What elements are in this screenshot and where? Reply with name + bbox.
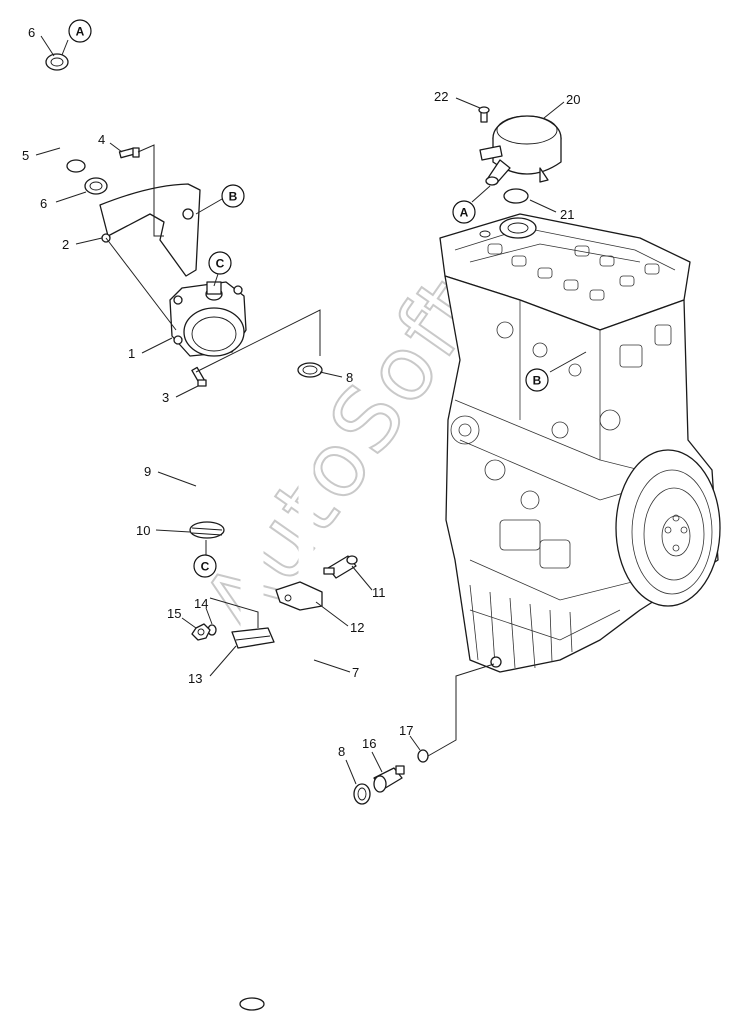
o-ring-21-drawing xyxy=(479,188,537,239)
callout-a-right-text: A xyxy=(460,206,469,220)
part-label-15: 15 xyxy=(167,606,181,621)
bolt-4-drawing xyxy=(118,147,140,159)
separator-1-drawing xyxy=(169,281,247,357)
clamp-10-drawing xyxy=(189,521,225,539)
part-label-2: 2 xyxy=(62,237,69,252)
part-label-22: 22 xyxy=(434,89,448,104)
callout-c-top-text: C xyxy=(216,257,225,271)
fitting-11-drawing xyxy=(323,555,358,579)
hose-9-drawing xyxy=(190,428,265,1012)
bolt-3-drawing xyxy=(191,366,207,387)
callout-b-top: B xyxy=(221,184,245,208)
nut-15-drawing xyxy=(191,623,211,641)
part-label-4: 4 xyxy=(98,132,105,147)
callout-b-right-text: B xyxy=(533,374,542,388)
part-label-6-top: 6 xyxy=(28,25,35,40)
callout-a-top-text: A xyxy=(76,25,85,39)
leader-lines xyxy=(35,35,587,785)
part-label-6-lower: 6 xyxy=(40,196,47,211)
clamp-6-drawing xyxy=(45,53,108,195)
part-label-17: 17 xyxy=(399,723,413,738)
callout-c-top: C xyxy=(208,251,232,275)
part-label-8-bottom: 8 xyxy=(338,744,345,759)
part-label-13: 13 xyxy=(188,671,202,686)
adapter-16-drawing xyxy=(373,765,405,793)
callout-c-bottom: C xyxy=(193,554,217,578)
part-label-5: 5 xyxy=(22,148,29,163)
part-label-16: 16 xyxy=(362,736,376,751)
callout-c-bottom-text: C xyxy=(201,560,210,574)
clamp-8-top-drawing xyxy=(297,362,323,378)
part-label-9: 9 xyxy=(144,464,151,479)
part-label-10: 10 xyxy=(136,523,150,538)
callout-b-top-text: B xyxy=(229,190,238,204)
part-label-8-top: 8 xyxy=(346,370,353,385)
part-label-3: 3 xyxy=(162,390,169,405)
hose-5-drawing xyxy=(28,64,86,173)
part-label-7: 7 xyxy=(352,665,359,680)
part-labels: 6 4 5 6 2 1 3 8 9 10 11 14 15 12 13 7 17… xyxy=(22,25,580,759)
part-label-11: 11 xyxy=(372,585,386,600)
o-ring-17-drawing xyxy=(417,749,429,763)
part-label-20: 20 xyxy=(566,92,580,107)
part-label-14: 14 xyxy=(194,596,208,611)
part-label-21: 21 xyxy=(560,207,574,222)
bracket-2-drawing xyxy=(99,183,201,277)
clamp-8-bottom-drawing xyxy=(353,783,371,805)
callout-a-top: A xyxy=(68,19,92,43)
callout-b-right: B xyxy=(525,368,549,392)
part-label-1: 1 xyxy=(128,346,135,361)
part-label-12: 12 xyxy=(350,620,364,635)
hose-7-drawing xyxy=(298,370,358,820)
callout-a-right: A xyxy=(452,200,476,224)
clip-13-drawing xyxy=(231,627,275,649)
engine-block-drawing xyxy=(439,213,721,673)
breather-canister-drawing xyxy=(478,106,562,186)
